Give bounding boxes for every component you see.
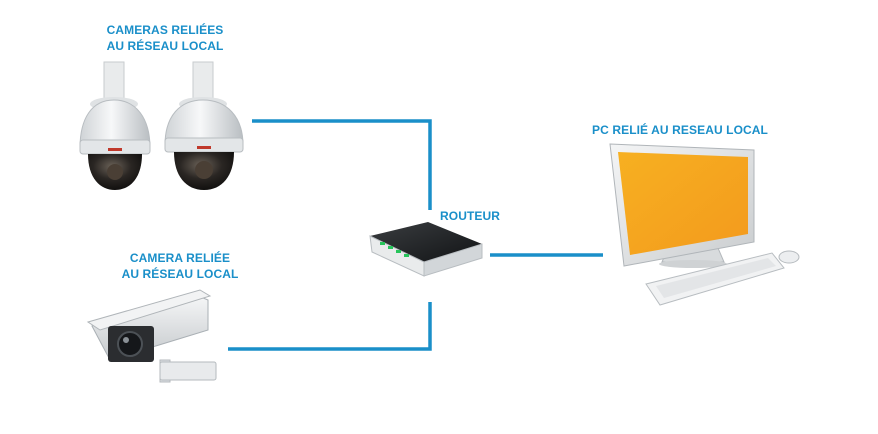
pc <box>609 143 800 306</box>
box-camera-label-line-1: CAMERA RELIÉE <box>129 251 231 265</box>
link-dome-cameras <box>252 119 432 210</box>
pc-label-text: PC RELIÉ AU RESEAU LOCAL <box>592 123 768 137</box>
box-camera <box>86 289 217 383</box>
link-box-camera <box>228 302 432 351</box>
dome-camera-right <box>164 61 244 190</box>
router-label-text: ROUTEUR <box>440 209 501 223</box>
pc-label: PC RELIÉ AU RESEAU LOCAL <box>560 122 800 138</box>
dome-cameras-label-line-2: AU RÉSEAU LOCAL <box>106 39 224 53</box>
router <box>369 222 483 277</box>
box-camera-label: CAMERA RELIÉE AU RÉSEAU LOCAL <box>80 250 280 282</box>
router-label: ROUTEUR <box>440 208 520 224</box>
dome-cameras-label: CAMERAS RELIÉES AU RÉSEAU LOCAL <box>70 22 260 54</box>
dome-camera-left <box>79 61 151 190</box>
dome-cameras-label-line-1: CAMERAS RELIÉES <box>106 23 224 37</box>
network-links <box>228 119 603 351</box>
box-camera-label-line-2: AU RÉSEAU LOCAL <box>121 267 239 281</box>
